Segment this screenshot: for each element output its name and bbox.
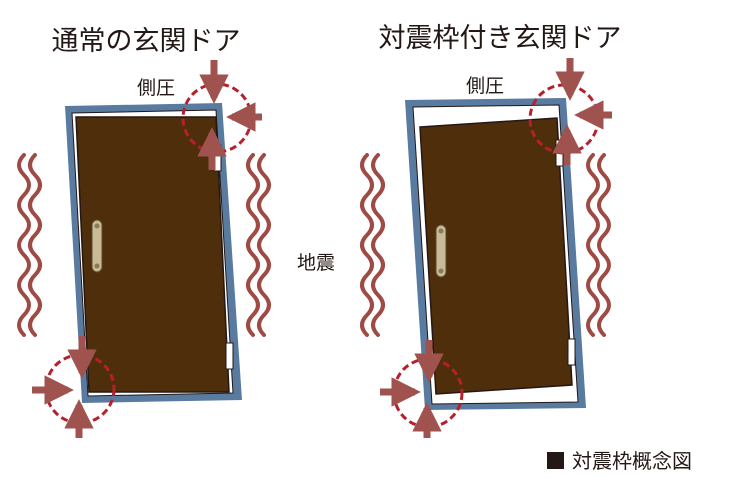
- door-handle: [435, 224, 447, 278]
- diagram-caption: 対震枠概念図: [572, 449, 692, 473]
- caption-square-icon: [547, 452, 564, 469]
- right-door-leaf: [419, 117, 573, 395]
- earthquake-wave-icon: [246, 153, 271, 337]
- door-handle: [91, 219, 103, 273]
- earthquake-wave-icon: [360, 153, 385, 337]
- left-title: 通常の玄関ドア: [52, 26, 241, 57]
- earthquake-wave-icon: [17, 153, 42, 337]
- right-pressure-label: 側圧: [466, 75, 504, 97]
- left-hinge-bottom: [225, 342, 234, 370]
- earthquake-label: 地震: [297, 252, 335, 274]
- ordinary-door-illustration: [32, 60, 262, 438]
- right-hinge-bottom: [567, 338, 576, 366]
- right-title: 対震枠付き玄関ドア: [379, 23, 622, 54]
- seismic-frame-door-illustration: [380, 58, 612, 438]
- left-door-leaf: [75, 116, 230, 393]
- earthquake-wave-icon: [586, 153, 611, 337]
- left-pressure-label: 側圧: [137, 77, 175, 99]
